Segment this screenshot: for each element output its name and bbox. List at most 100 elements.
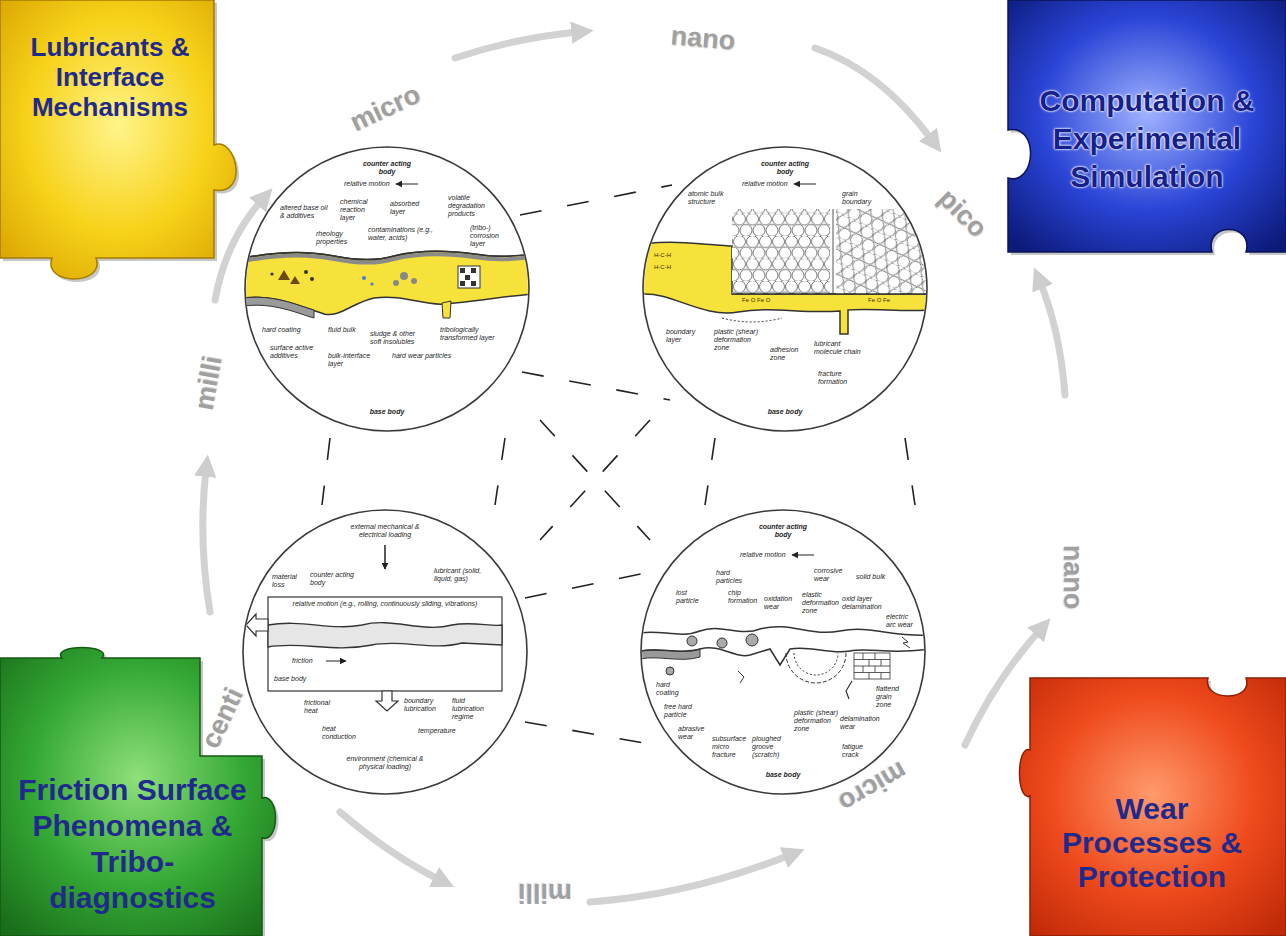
illustration-part <box>540 420 650 540</box>
illustration-part <box>326 660 346 661</box>
scale-label: milli <box>189 354 228 412</box>
callout-label: sludge & other soft insolubles <box>370 330 426 346</box>
illustration-part <box>270 272 273 275</box>
callout-label: (tribo-) corrosion layer <box>470 224 506 248</box>
callout-label: surface active additives <box>270 344 322 360</box>
illustration-part <box>244 251 534 260</box>
callout-label: hard wear particles <box>392 352 452 360</box>
illustration-part <box>340 812 440 880</box>
illustration-part <box>310 277 314 281</box>
illustration-part <box>846 681 852 699</box>
callout-label: base body <box>758 771 808 779</box>
callout-label: heat conduction <box>322 725 366 741</box>
callout-label: subsurface micro fracture <box>712 735 750 759</box>
piece-title: Friction Surface Phenomena & Tribo-diagn… <box>10 772 255 916</box>
circle-outline <box>244 146 530 432</box>
illustration-part <box>455 32 578 58</box>
callout-label: H-C-H <box>654 252 680 259</box>
piece-title: Computation & Experimental Simulation <box>1037 82 1257 196</box>
illustration-part <box>732 209 830 294</box>
illustration-part <box>460 281 465 286</box>
illustration-part <box>304 270 308 274</box>
illustration-part <box>590 855 790 902</box>
callout-label: oxidation wear <box>764 595 800 611</box>
illustration-part <box>268 597 502 691</box>
callout-label: temperature <box>418 727 462 735</box>
circle-outline <box>642 146 928 432</box>
callout-label: adhesion zone <box>770 346 810 362</box>
callout-label: Fe O Fe <box>868 297 904 304</box>
scale-label: centi <box>195 683 249 753</box>
callout-label: tribologically transformed layer <box>440 326 498 342</box>
illustration-part <box>794 183 816 184</box>
lubricant-detail <box>244 147 534 431</box>
callout-label: hard coating <box>656 681 688 697</box>
illustration-part <box>362 276 366 280</box>
circle-border <box>641 510 925 794</box>
illustration-part <box>525 722 655 745</box>
callout-label: oxid layer delamination <box>842 595 884 611</box>
piece-label: Lubricants & Interface Mechanisms <box>15 32 205 122</box>
illustration-part <box>786 653 846 683</box>
illustration-part <box>370 282 373 285</box>
piece-title: Lubricants & Interface Mechanisms <box>15 32 205 122</box>
illustration-part <box>746 634 758 646</box>
piece-label: Computation & Experimental Simulation <box>1037 82 1257 196</box>
illustration-part <box>460 268 465 273</box>
puzzle-piece: Lubricants & Interface Mechanisms <box>0 0 250 290</box>
illustration-part <box>471 268 476 273</box>
callout-label: relative motion <box>740 551 790 559</box>
illustration-part <box>243 510 527 794</box>
illustration-part <box>1040 282 1065 395</box>
callout-label: chip formation <box>728 589 762 605</box>
callout-label: absorbed layer <box>390 200 432 216</box>
callout-label: frictional heat <box>304 699 344 715</box>
illustration-part <box>854 653 890 679</box>
illustration-part <box>246 545 502 711</box>
illustration-part <box>520 185 672 215</box>
zoom-circle: counter acting body relative motion hard p… <box>640 509 926 795</box>
callout-label: relative motion <box>742 180 792 188</box>
scale-label: milli <box>518 878 572 908</box>
callout-label: Fe O Fe O <box>742 297 786 304</box>
scale-label: nano <box>670 20 737 56</box>
callout-label: environment (chemical & physical loading… <box>333 755 437 771</box>
callout-label: base body <box>760 408 810 416</box>
illustration-part <box>384 545 386 569</box>
callout-label: flattend grain zone <box>876 685 906 709</box>
callout-label: delamination wear <box>840 715 882 731</box>
callout-label: material loss <box>272 573 306 589</box>
callout-label: H-C-H <box>654 264 680 271</box>
illustration-part <box>854 653 890 679</box>
illustration-part <box>722 318 782 322</box>
illustration-part <box>458 266 480 288</box>
callout-label: fluid bulk <box>328 326 364 334</box>
illustration-part <box>495 438 505 505</box>
callout-label: fracture formation <box>818 370 860 386</box>
callout-label: relative motion <box>344 180 394 188</box>
illustration-part <box>640 555 930 699</box>
illustration-part <box>246 614 268 636</box>
illustration-part <box>396 183 418 184</box>
callout-label: base body <box>274 675 314 683</box>
callout-label: hard particles <box>716 569 750 585</box>
callout-label: plastic (shear) deformation zone <box>714 328 766 352</box>
callout-label: lubricant (solid, liquid, gas) <box>434 567 490 583</box>
illustration-part <box>540 420 650 540</box>
callout-label: counter acting body <box>753 523 813 539</box>
callout-label: counter acting body <box>357 160 417 176</box>
zoom-circle: counter acting bodyrelative motionaltere… <box>244 146 530 432</box>
illustration-part <box>794 653 838 675</box>
callout-label: counter acting body <box>755 160 815 176</box>
illustration-part <box>732 293 932 295</box>
callout-label: chemical reaction layer <box>340 198 380 222</box>
scale-label: pico <box>933 183 993 243</box>
callout-label: boundary lubrication <box>404 697 448 713</box>
zoom-circle: external mechanical & electrical loading… <box>242 509 528 795</box>
illustration-part <box>792 554 814 555</box>
callout-label: plastic (shear) deformation zone <box>794 709 838 733</box>
scale-label: micro <box>345 79 424 137</box>
illustration-part <box>738 671 744 683</box>
callout-label: rheology properties <box>316 230 360 246</box>
